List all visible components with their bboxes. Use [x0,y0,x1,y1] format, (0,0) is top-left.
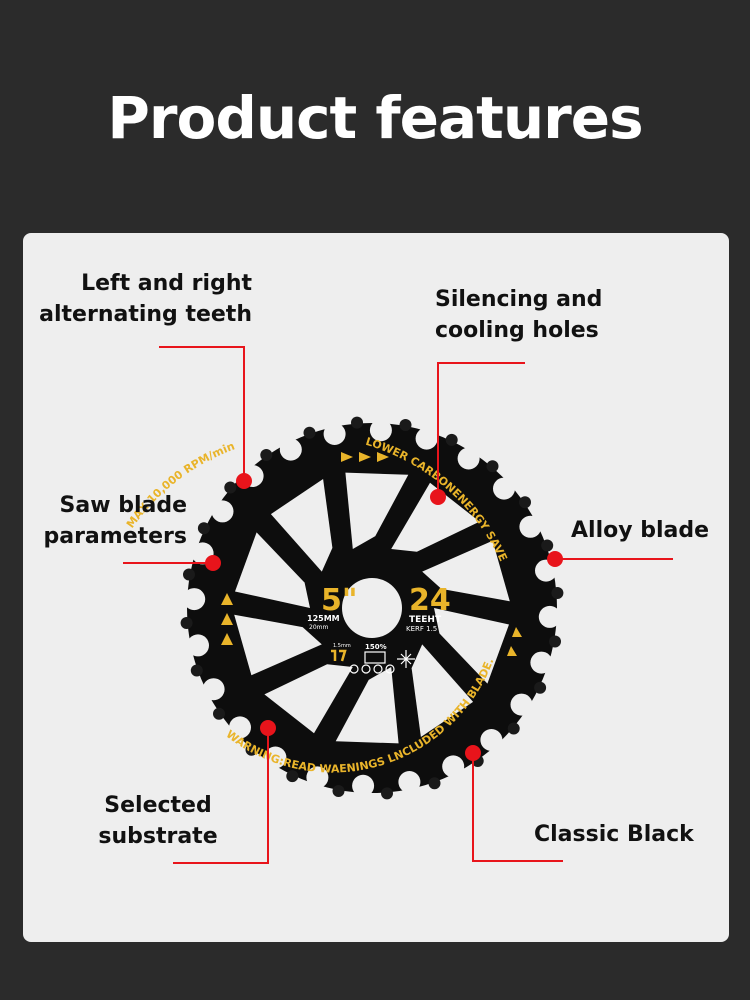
carbide-tip [486,460,499,473]
carbide-tip [245,743,258,756]
callout-dots [205,473,563,761]
carbide-tip [303,426,316,439]
tooth-gullet [323,423,346,445]
tooth-gullet [187,634,209,657]
thickness-icon [331,649,347,662]
tooth-gullet [493,477,515,500]
blade-diagram: MAX 10,000 RPM/min LOWER CARBONENERGY SA… [23,233,673,864]
cooling-slot [345,472,409,549]
tooth-gullet [306,766,329,789]
overload-icon [364,651,386,664]
tooth-gullet [457,447,480,470]
carbide-tip [213,707,225,720]
tooth-gullet [229,716,251,739]
blade-teeth-label: TEEHT [409,615,442,625]
carbide-tip [197,522,210,535]
carbide-tip [183,568,195,581]
tooth-gullet [415,427,438,450]
carbide-tip [190,664,203,677]
carbide-tip [541,539,554,552]
arbor-hole [342,578,402,638]
carbide-tip [551,587,564,599]
cooling-slot [411,644,474,737]
blade-metric-size: 125MM [307,614,340,623]
blade-teeth-count: 24 [409,583,451,618]
carbide-tip [286,770,299,783]
tooth-gullet [279,438,302,461]
cooling-slots [234,472,510,744]
callout-alternating-teeth: Left and right alternating teeth [39,271,252,327]
callout-silencing-holes: Silencing and cooling holes [435,287,603,343]
tooth-gullet [352,774,375,797]
carbide-tip [507,722,520,735]
safety-icons [331,649,415,674]
tooth-gullet [398,771,421,793]
callout-alloy-blade: Alloy blade [571,518,710,543]
carbide-tip [332,785,345,797]
carbide-tip [180,617,193,629]
blade-bore: 20mm [309,624,328,631]
gloves-icon [373,664,383,674]
dot-substrate [260,720,276,736]
callout-lines [123,346,673,864]
tooth-gullet [510,693,533,716]
rotation-arrows [221,452,522,656]
tooth-gullet [183,588,206,611]
callout-classic-black: Classic Black [534,822,694,847]
cooling-slot [335,667,399,744]
dot-silencing-holes [430,489,446,505]
mask-icon [361,664,371,674]
carbide-tip [428,777,441,790]
carbide-tip [399,419,412,431]
carbide-tip [519,496,531,509]
tooth-gullet [538,605,561,628]
tooth-gullet [264,746,287,769]
cooling-slot [234,614,322,676]
callout-substrate: Selected substrate [98,793,218,849]
tooth-gullet [519,515,542,538]
tooth-gullet [369,419,392,442]
carbide-tip [445,433,458,446]
tooth-gullet [211,500,234,523]
blade-teeth [180,416,564,800]
blade-kerf: KERF 1.5 [406,625,437,633]
tooth-gullet [442,755,465,778]
cooling-slot [264,664,353,734]
dot-classic-black [465,745,481,761]
dot-alloy-blade [547,551,563,567]
tooth-gullet [202,678,225,701]
cooling-slot [270,479,333,572]
cooling-slot [434,608,509,684]
cooling-slot [422,540,510,602]
carbide-tip [351,416,363,429]
dot-parameters [205,555,221,571]
saw-blade [180,416,564,800]
tooth-gullet [480,729,503,751]
carbide-tip [260,449,273,461]
goggles-icon [349,664,359,674]
cooling-slot [235,532,310,608]
ear-protection-icon [385,664,395,674]
blade-overload: 150% [365,643,387,651]
tooth-gullet [530,651,553,674]
callout-parameters: Saw blade parameters [43,493,187,549]
feature-panel: MAX 10,000 RPM/min LOWER CARBONENERGY SA… [23,233,729,942]
carbide-tip [381,787,393,800]
carbide-tip [549,635,561,648]
page-title: Product features [107,84,643,152]
dot-alternating-teeth [236,473,252,489]
carbide-tip [534,681,547,694]
blade-diameter: 5" [321,583,358,618]
direction-cross-icon [397,650,415,668]
cooling-slot [391,482,480,552]
carbide-tip [224,481,237,494]
blade-thickness: 1.5mm [333,643,351,649]
